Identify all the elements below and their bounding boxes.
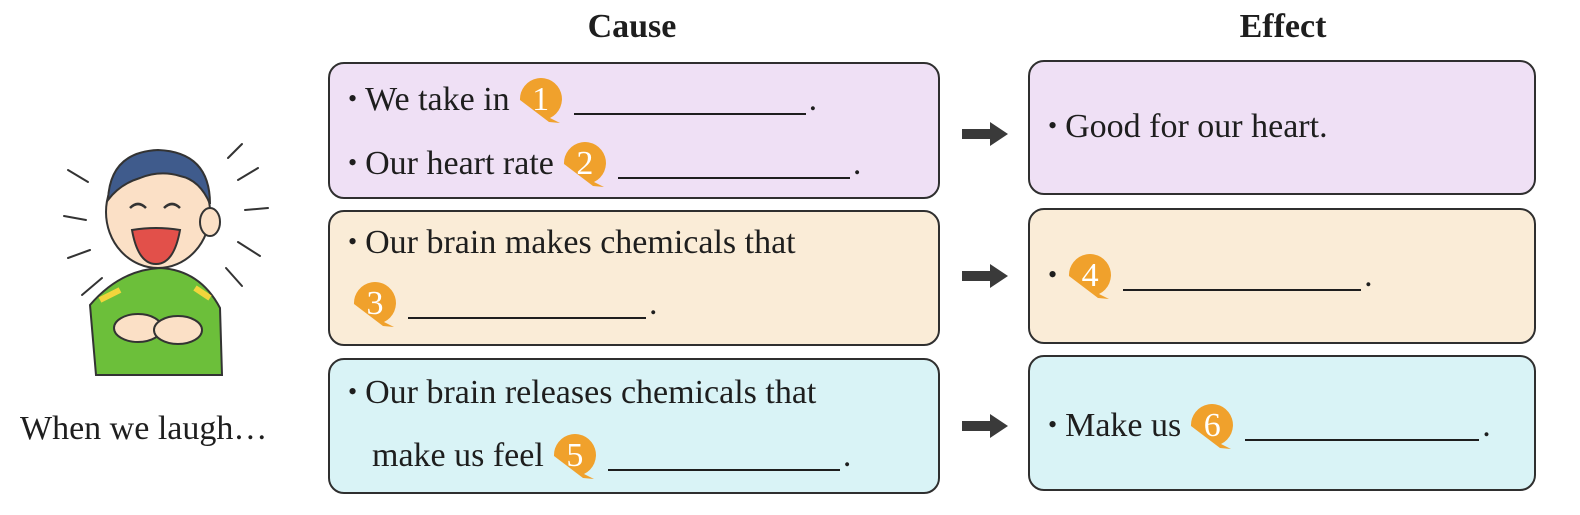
arrow-right-icon-1 [960,120,1010,148]
period: . [843,437,852,475]
bullet-icon: • [348,227,357,257]
cause-3-line-2-text: make us feel [372,437,544,475]
answer-blank-4[interactable] [1123,289,1361,291]
cause-2-line-1: • Our brain makes chemicals that [348,224,796,262]
bullet-icon: • [1048,260,1057,290]
cause-2-line-1-text: Our brain makes chemicals that [365,224,796,262]
answer-blank-5[interactable] [608,469,840,471]
answer-blank-6[interactable] [1245,439,1479,441]
bullet-icon: • [348,377,357,407]
badge-6-icon: 6 [1187,404,1237,448]
bullet-icon: • [1048,410,1057,440]
cause-1-line-1: • We take in 1 . [348,78,817,122]
cause-3-line-2: make us feel 5 . [372,434,851,478]
badge-6-number: 6 [1187,404,1237,448]
laughing-boy-illustration [60,130,280,385]
cause-2-line-2: 3 . [350,282,658,326]
answer-blank-1[interactable] [574,113,806,115]
cause-3-line-1: • Our brain releases chemicals that [348,374,816,412]
badge-1-number: 1 [516,78,566,122]
effect-3-line-1: • Make us 6 . [1048,404,1491,448]
period: . [1482,407,1491,445]
cause-1-line-2: • Our heart rate 2 . [348,142,861,186]
badge-1-icon: 1 [516,78,566,122]
effect-header: Effect [1133,8,1433,46]
arrow-right-icon-2 [960,262,1010,290]
answer-blank-2[interactable] [618,177,850,179]
period: . [649,285,658,323]
cause-header: Cause [482,8,782,46]
badge-5-number: 5 [550,434,600,478]
period: . [853,145,862,183]
effect-2-line-1: • 4 . [1048,254,1373,298]
cause-1-line-1-text: We take in [365,81,510,119]
badge-3-number: 3 [350,282,400,326]
badge-4-number: 4 [1065,254,1115,298]
period: . [1364,257,1373,295]
effect-3-text: Make us [1065,407,1181,445]
bullet-icon: • [348,148,357,178]
badge-4-icon: 4 [1065,254,1115,298]
badge-3-icon: 3 [350,282,400,326]
arrow-right-icon-3 [960,412,1010,440]
bullet-icon: • [348,84,357,114]
caption-when-we-laugh: When we laugh… [20,410,267,448]
bullet-icon: • [1048,111,1057,141]
badge-2-icon: 2 [560,142,610,186]
badge-2-number: 2 [560,142,610,186]
badge-5-icon: 5 [550,434,600,478]
cause-3-line-1-text: Our brain releases chemicals that [365,374,816,412]
effect-1-line-1: • Good for our heart. [1048,108,1328,146]
cause-1-line-2-text: Our heart rate [365,145,554,183]
period: . [809,81,818,119]
answer-blank-3[interactable] [408,317,646,319]
effect-1-text: Good for our heart. [1065,108,1327,146]
